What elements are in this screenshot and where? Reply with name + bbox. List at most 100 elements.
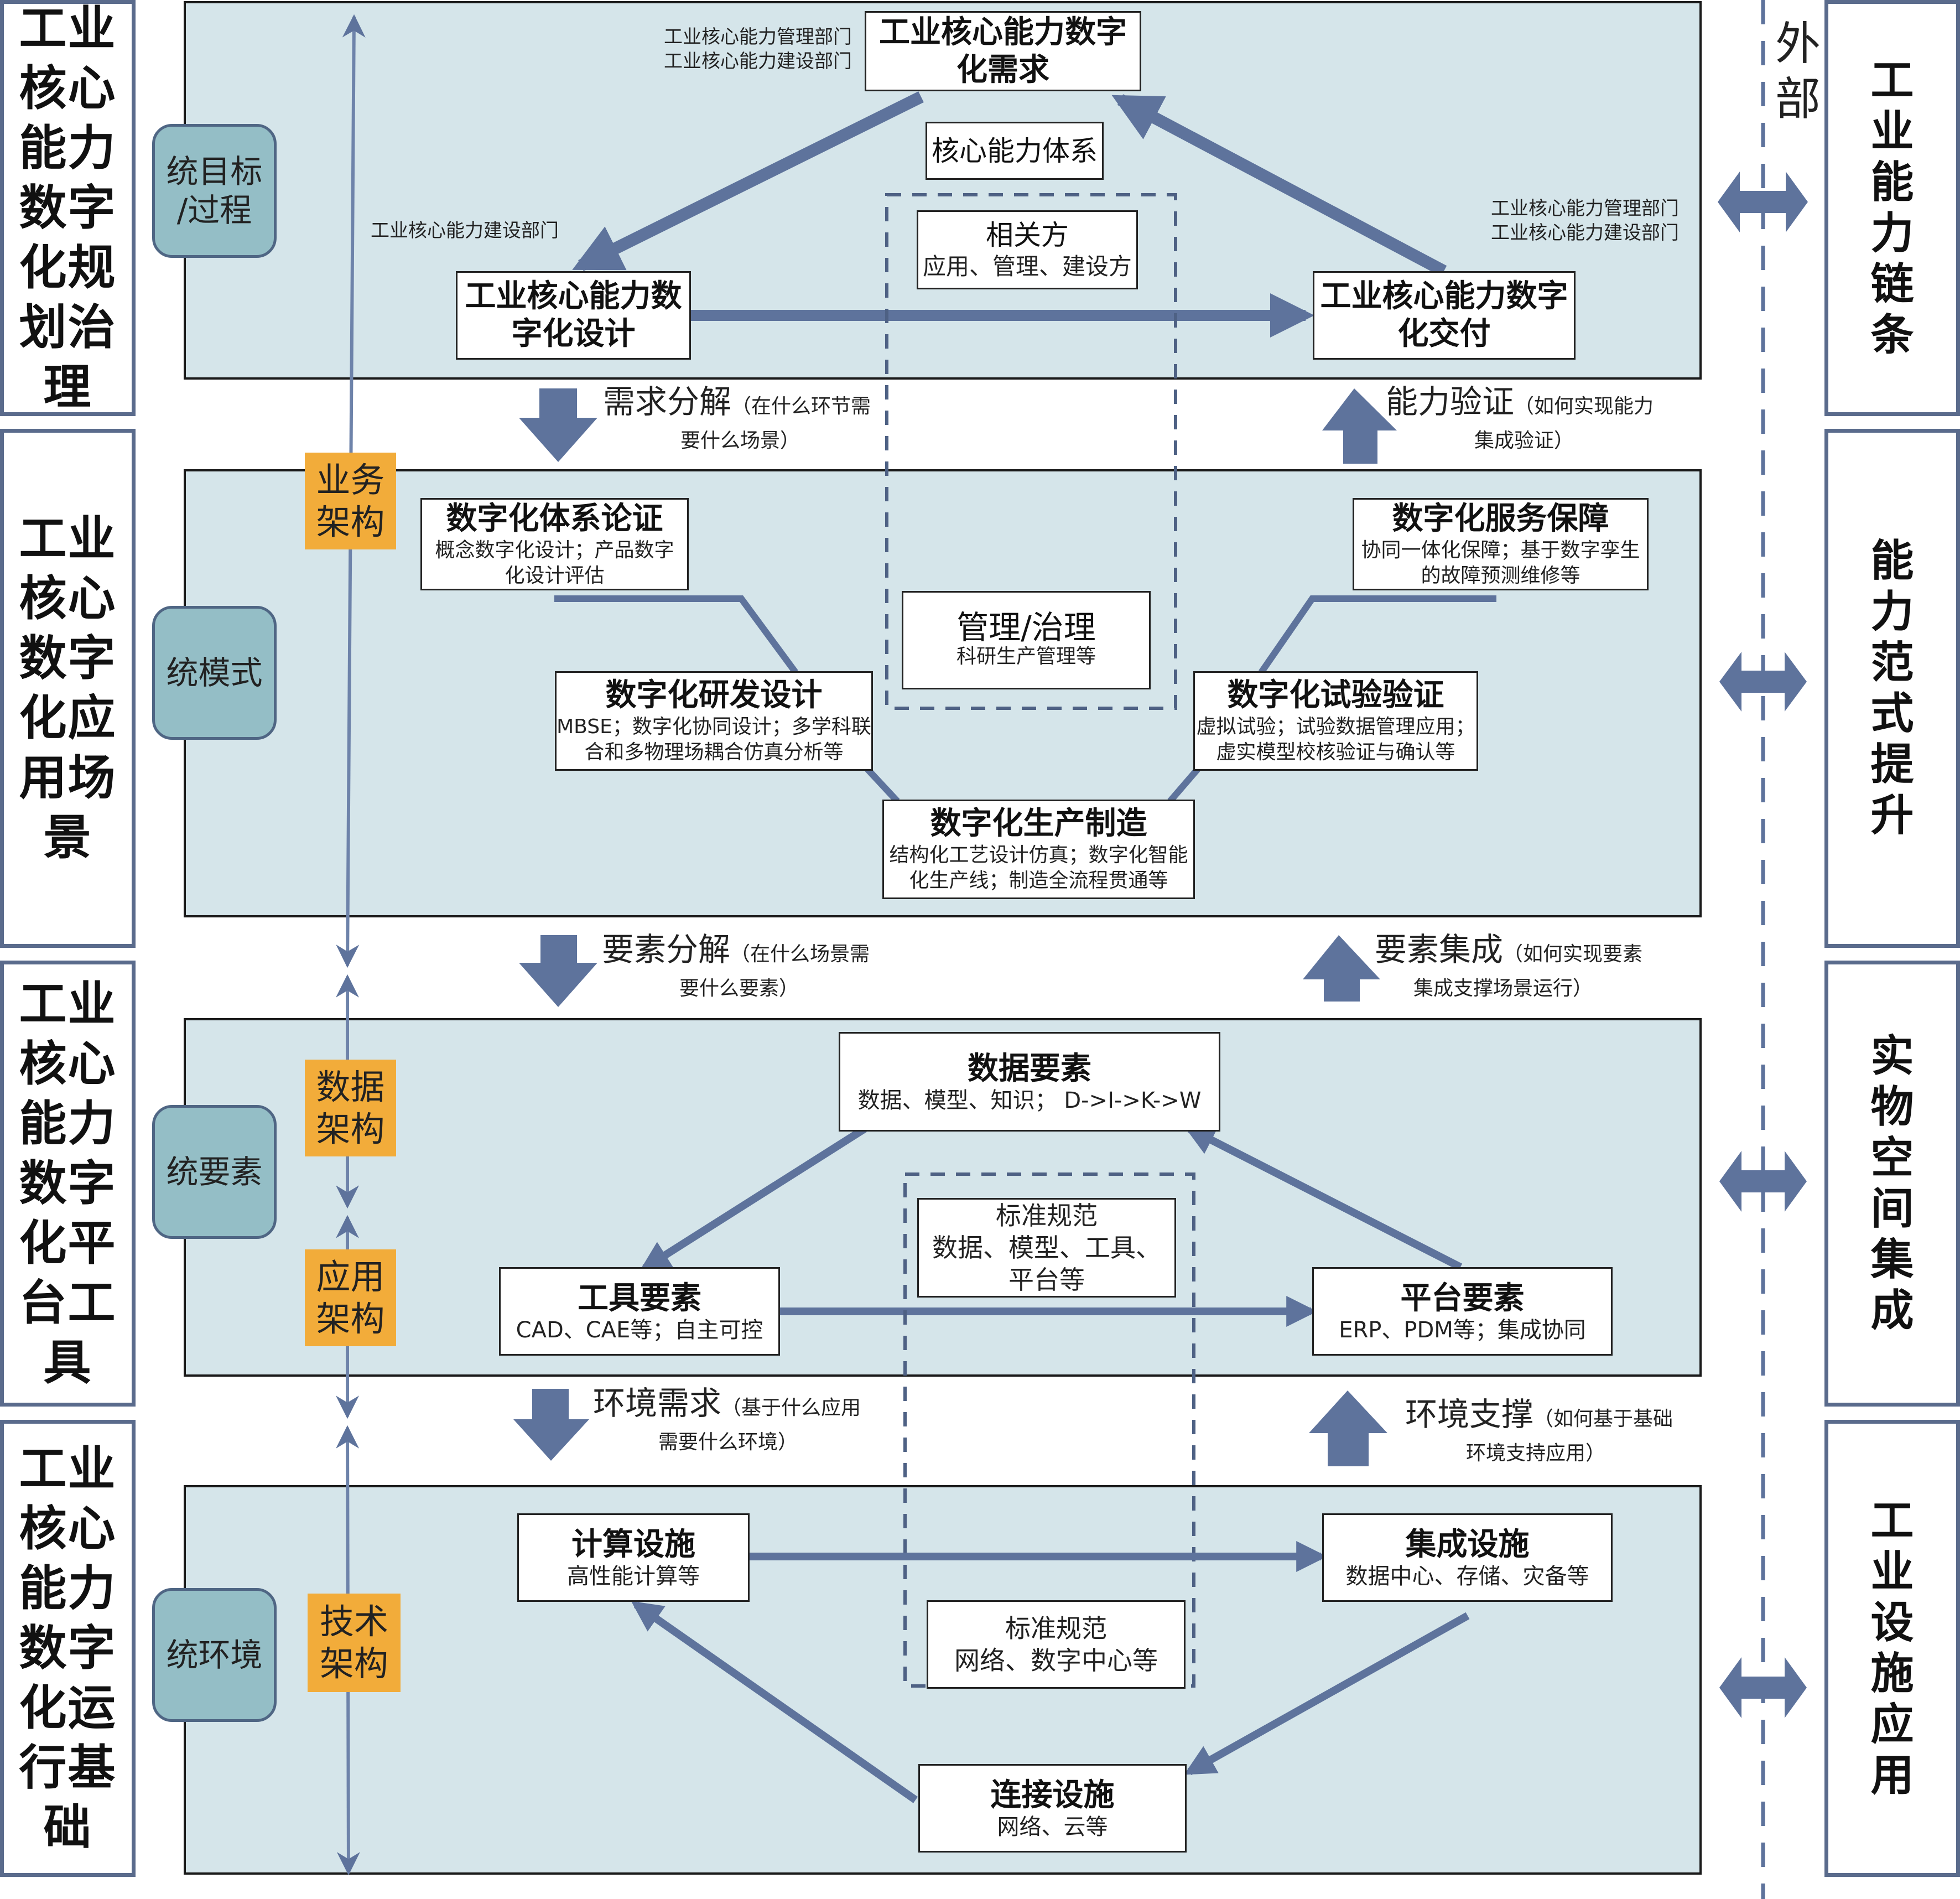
node-integration-facility-sub: 数据中心、存储、灾备等 [1345, 1564, 1589, 1589]
flow-capability-verification-rest1: （如何实现能力 [1514, 395, 1654, 418]
node-digital-delivery-title: 工业核心能力数字化交付 [1320, 278, 1568, 352]
flow-element-decomposition-rest1: （在什么场景需 [730, 943, 870, 966]
right-title-chain-text: 工业能力链条 [1870, 56, 1914, 360]
node-governance-management: 管理/治理 科研生产管理等 [902, 591, 1151, 689]
node-standards-network: 标准规范 网络、数字中心等 [927, 1600, 1186, 1689]
node-digital-demand-title: 工业核心能力数字化需求 [879, 14, 1127, 88]
flow-element-integration-rest2: 集成支撑场景运行） [1413, 977, 1593, 1000]
node-compute-facility: 计算设施 高性能计算等 [517, 1513, 750, 1602]
node-platform-elements: 平台要素 ERP、PDM等；集成协同 [1312, 1267, 1613, 1356]
node-integration-facility-title: 集成设施 [1405, 1527, 1530, 1563]
layer-title-infrastructure: 工业核心能力数字化运行基础 [0, 1420, 136, 1877]
flow-up-arrow-2 [1303, 935, 1380, 1002]
node-compute-facility-title: 计算设施 [571, 1527, 695, 1563]
tag-application-architecture: 应用架构 [305, 1249, 396, 1346]
unify-mode: 统模式 [152, 606, 277, 740]
layer-title-governance: 工业核心能力数字化规划治理 [0, 0, 136, 416]
node-standards-network-title: 标准规范 [1005, 1613, 1107, 1643]
node-production-manufacturing: 数字化生产制造 结构化工艺设计仿真；数字化智能化生产线；制造全流程贯通等 [882, 800, 1195, 899]
flow-environment-support-rest2: 环境支持应用） [1466, 1442, 1606, 1465]
node-standards-elements: 标准规范 数据、模型、工具、平台等 [917, 1198, 1176, 1298]
right-title-paradigm: 能力范式提升 [1824, 429, 1960, 948]
flow-down-arrow-2 [519, 935, 597, 1007]
flow-environment-demand-rest1: （基于什么应用 [721, 1397, 861, 1419]
node-platform-elements-sub: ERP、PDM等；集成协同 [1339, 1317, 1586, 1343]
node-rnd-design-sub: MBSE；数字化协同设计；多学科联合和多物理场耦合仿真分析等 [557, 715, 871, 764]
node-test-verification: 数字化试验验证 虚拟试验；试验数据管理应用；虚实模型校核验证与确认等 [1193, 671, 1478, 771]
flow-demand-decomposition: 需求分解（在什么环节需 要什么场景） [603, 385, 871, 458]
node-data-elements-sub: 数据、模型、知识； D->I->K->W [857, 1088, 1202, 1113]
flow-element-integration: 要素集成（如何实现要素 集成支撑场景运行） [1375, 932, 1642, 1006]
flow-demand-decomposition-rest2: 要什么场景） [680, 429, 800, 452]
layer-title-governance-text: 工业核心能力数字化规划治理 [19, 1, 117, 415]
node-system-argumentation-title: 数字化体系论证 [446, 500, 663, 537]
flow-environment-support-head: 环境支撑 [1405, 1395, 1534, 1433]
node-platform-elements-title: 平台要素 [1400, 1280, 1525, 1316]
node-core-capability-system-title: 核心能力体系 [932, 134, 1098, 167]
note-demand-departments: 工业核心能力管理部门工业核心能力建设部门 [664, 26, 852, 72]
flow-environment-demand: 环境需求（基于什么应用 需要什么环境） [593, 1386, 861, 1460]
flow-environment-demand-rest2: 需要什么环境） [658, 1431, 798, 1454]
flow-environment-support: 环境支撑（如何基于基础 环境支持应用） [1405, 1397, 1673, 1471]
flow-element-integration-rest1: （如何实现要素 [1503, 943, 1643, 966]
flow-environment-support-rest1: （如何基于基础 [1533, 1408, 1673, 1430]
node-integration-facility: 集成设施 数据中心、存储、灾备等 [1322, 1513, 1613, 1602]
node-service-support-title: 数字化服务保障 [1392, 500, 1609, 537]
node-core-capability-system: 核心能力体系 [926, 122, 1104, 180]
node-system-argumentation-sub: 概念数字化设计；产品数字化设计评估 [435, 538, 674, 587]
right-title-facility: 工业设施应用 [1824, 1420, 1960, 1877]
node-digital-demand: 工业核心能力数字化需求 [865, 11, 1141, 91]
flow-up-arrow-3 [1309, 1390, 1387, 1466]
node-test-verification-sub: 虚拟试验；试验数据管理应用；虚实模型校核验证与确认等 [1196, 715, 1475, 764]
external-double-arrows [1718, 172, 1808, 1718]
double-arrow-chain [1718, 172, 1808, 232]
unify-environment: 统环境 [152, 1588, 277, 1722]
flow-capability-verification-head: 能力验证 [1386, 383, 1515, 421]
node-production-manufacturing-title: 数字化生产制造 [930, 806, 1147, 842]
node-digital-delivery: 工业核心能力数字化交付 [1313, 271, 1576, 360]
node-system-argumentation: 数字化体系论证 概念数字化设计；产品数字化设计评估 [420, 498, 689, 590]
flow-element-integration-head: 要素集成 [1375, 931, 1504, 968]
note-design-department: 工业核心能力建设部门 [371, 220, 559, 242]
external-label: 外部 [1775, 18, 1821, 126]
layer-title-platform-text: 工业核心能力数字化平台工具 [19, 977, 117, 1390]
double-arrow-paradigm [1719, 652, 1807, 712]
node-data-elements-title: 数据要素 [968, 1051, 1091, 1087]
flow-element-decomposition-rest2: 要什么要素） [679, 977, 799, 1000]
node-stakeholders-title: 相关方 [986, 219, 1069, 251]
right-title-facility-text: 工业设施应用 [1870, 1496, 1914, 1801]
layer-title-infrastructure-text: 工业核心能力数字化运行基础 [19, 1441, 117, 1855]
double-arrow-physical [1719, 1151, 1807, 1212]
node-production-manufacturing-sub: 结构化工艺设计仿真；数字化智能化生产线；制造全流程贯通等 [889, 844, 1188, 892]
node-standards-elements-title: 标准规范 [996, 1201, 1098, 1231]
flow-capability-verification: 能力验证（如何实现能力 集成验证） [1386, 385, 1654, 458]
flow-element-decomposition-head: 要素分解 [602, 931, 731, 968]
unify-elements: 统要素 [152, 1105, 277, 1239]
node-rnd-design-title: 数字化研发设计 [605, 677, 823, 713]
node-data-elements: 数据要素 数据、模型、知识； D->I->K->W [839, 1032, 1220, 1132]
flow-demand-decomposition-rest1: （在什么环节需 [731, 395, 871, 418]
double-arrow-facility [1719, 1657, 1807, 1718]
tag-business-architecture: 业务架构 [305, 453, 396, 549]
flow-demand-decomposition-head: 需求分解 [603, 383, 732, 421]
node-digital-design: 工业核心能力数字化设计 [456, 271, 691, 360]
node-connection-facility: 连接设施 网络、云等 [918, 1764, 1187, 1853]
flow-down-arrow-3 [513, 1389, 589, 1461]
node-standards-network-sub: 网络、数字中心等 [954, 1646, 1158, 1675]
layer-title-platform: 工业核心能力数字化平台工具 [0, 961, 136, 1407]
node-governance-management-title: 管理/治理 [956, 609, 1096, 646]
tag-data-architecture: 数据架构 [305, 1060, 396, 1156]
flow-environment-demand-head: 环境需求 [593, 1384, 722, 1422]
right-title-chain: 工业能力链条 [1824, 0, 1960, 416]
layer-title-scenarios-text: 工业核心数字化应用场景 [19, 511, 117, 865]
node-test-verification-title: 数字化试验验证 [1227, 677, 1444, 713]
flow-element-decomposition: 要素分解（在什么场景需 要什么要素） [602, 932, 870, 1006]
node-connection-facility-sub: 网络、云等 [997, 1814, 1108, 1840]
note-delivery-departments: 工业核心能力管理部门工业核心能力建设部门 [1491, 198, 1679, 244]
node-standards-elements-sub: 数据、模型、工具、平台等 [932, 1233, 1161, 1295]
right-title-physical: 实物空间集成 [1824, 961, 1960, 1407]
node-tool-elements: 工具要素 CAD、CAE等；自主可控 [499, 1267, 780, 1356]
flow-down-arrow-1 [519, 388, 597, 462]
node-governance-management-sub: 科研生产管理等 [956, 645, 1096, 668]
unify-goal-process: 统目标/过程 [152, 124, 277, 258]
